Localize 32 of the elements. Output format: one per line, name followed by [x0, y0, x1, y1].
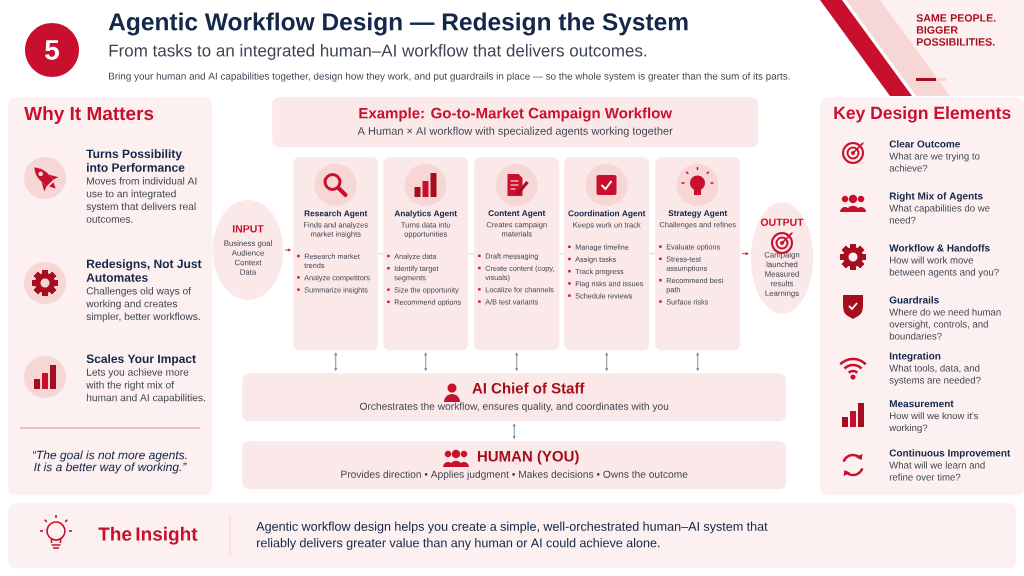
role-band: HUMAN (YOU) Provides direction • Applies judgment • Makes decisions • Owns the outcome [242, 441, 787, 490]
feature-item: Scales Your Impact Lets you achieve more with the right mix of human and AI capabilities. [86, 354, 205, 404]
feature-item: Continuous Improvement What will we learn and refine over time? [889, 449, 1011, 481]
title: Agentic Workflow Design — Redesign the System [108, 12, 688, 36]
arrow [334, 352, 338, 371]
description: Bring your human and AI capabilities together, design how they work, and put guardrails in place — so the whole system is greater than the sum of its parts. [109, 72, 790, 82]
tagline: SAME PEOPLE. BIGGER POSSIBILITIES. [916, 14, 996, 46]
feature-item: Measurement How will we know it's working? [889, 400, 979, 434]
quote: “The goal is not more agents. It is a better way of working.” [32, 450, 187, 474]
number-badge: 5 [25, 23, 79, 77]
header-box: Example: Go-to-Market Campaign Workflow A Human × AI workflow with specialized agents working together [272, 97, 759, 148]
arrow [284, 248, 291, 252]
connector-line [467, 253, 475, 255]
feature-item: Right Mix of Agents What capabilities do we need? [889, 192, 990, 224]
feature-item: Workflow & Handoffs How will work move between agents and you? [889, 244, 999, 278]
connector-line [377, 253, 384, 255]
connector-line [648, 253, 656, 255]
subtitle: From tasks to an integrated human–AI workflow that delivers outcomes. [109, 44, 647, 60]
arrow [515, 352, 519, 371]
insight-banner: The Insight Agentic workflow design helps you create a simple, well-orchestrated human–AI system that reliably delivers greater value than any human or AI could achieve alone. [8, 503, 1017, 569]
arrow [605, 352, 609, 371]
feature-item: Redesigns, Not Just Automates Challenges old ways of working and creates simpler, better workflows. [86, 259, 202, 323]
feature-item: Clear Outcome What are we trying to achieve? [889, 140, 980, 172]
feature-item: Integration What tools, data, and systems are needed? [889, 352, 981, 386]
arrow [741, 252, 749, 256]
arrow [696, 352, 700, 371]
feature-item: Turns Possibility into Performance Moves from individual AI use to an integrated system that delivers real outcomes. [86, 149, 197, 223]
arrow [424, 352, 428, 371]
connector-line [558, 253, 565, 255]
role-band: AI Chief of Staff Orchestrates the workflow, ensures quality, and coordinates with you [242, 373, 787, 422]
feature-item: Guardrails Where do we need human oversight, controls, and boundaries? [889, 296, 1001, 340]
arrow [512, 423, 516, 439]
